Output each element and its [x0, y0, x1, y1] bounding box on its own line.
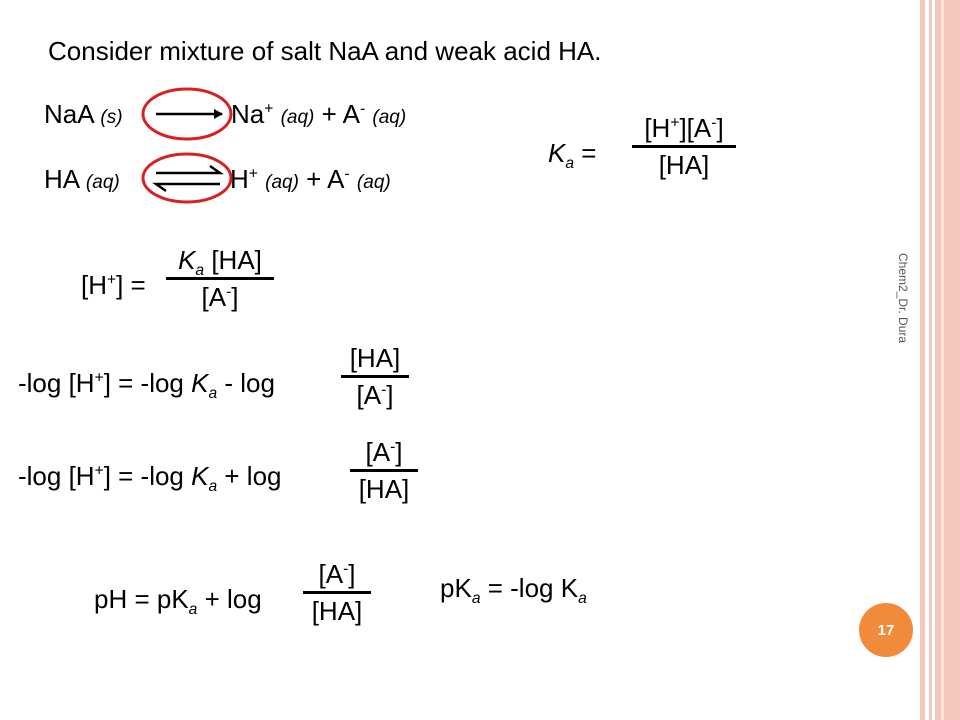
pka-sub2: a: [578, 590, 587, 608]
fraction-bar: [632, 145, 736, 148]
eq2-state2: (aq): [356, 172, 391, 193]
log1-numerator: [HA]: [349, 343, 401, 373]
slide-title: Consider mixture of salt NaA and weak ac…: [48, 36, 602, 66]
equation-salt-products: Na+ (aq) + A- (aq): [231, 101, 406, 127]
ka-numerator: [H+][A-]: [644, 113, 724, 143]
h-k-sub: a: [195, 262, 205, 280]
log2-numerator: [A-]: [365, 437, 403, 467]
h-k: K: [178, 245, 196, 275]
eq2-left: HA: [44, 164, 79, 194]
pka-rest: = -log K: [480, 573, 579, 603]
fraction-bar: [303, 591, 371, 594]
h-num-rest: [HA]: [204, 245, 262, 275]
log-equation-2: -log [H+] = -log Ka + log: [18, 461, 282, 496]
equilibrium-arrow-forward-icon: [156, 164, 224, 175]
ka-fraction: [H+][A-] [HA]: [632, 112, 736, 181]
eq1-state2: (aq): [372, 107, 407, 128]
eq1-left-state: (s): [100, 107, 123, 128]
h-ion-denominator: [A-]: [201, 282, 239, 312]
hh-sub: a: [188, 601, 198, 619]
eq1-plus: + A: [321, 99, 360, 129]
hh-numerator: [A-]: [318, 559, 356, 589]
equilibrium-arrow-reverse-icon: [152, 182, 220, 193]
h-ion-lhs: [H+] =: [81, 270, 146, 300]
pka-sub: a: [471, 590, 481, 608]
h-ion-numerator: Ka [HA]: [166, 244, 274, 280]
pka-text: pK: [440, 573, 472, 603]
red-circle-top: [141, 87, 233, 141]
eq1-left: NaA: [44, 99, 94, 129]
log2-denominator: [HA]: [358, 474, 410, 504]
ka-equals: =: [581, 138, 597, 168]
log1-denominator: [A-]: [356, 380, 394, 410]
eq2-right-state: (aq): [265, 172, 299, 193]
page-number-badge: 17: [859, 603, 913, 657]
log1-rest: - log: [217, 368, 275, 398]
log1-fraction: [HA] [A-]: [341, 342, 409, 411]
hh-fraction: [A-] [HA]: [303, 558, 371, 627]
ka-denominator: [HA]: [658, 150, 710, 180]
hh-rest: + log: [197, 584, 262, 614]
author-side-label: Chem2_Dr. Dura: [896, 253, 910, 344]
pka-definition: pKa = -log Ka: [440, 573, 587, 606]
log-equation-1: -log [H+] = -log Ka - log: [18, 368, 275, 403]
eq2-plus: + A: [306, 164, 345, 194]
fraction-bar: [341, 375, 409, 378]
fraction-bar: [166, 277, 274, 280]
eq1-right: Na: [231, 99, 265, 129]
eq1-right-charge: +: [264, 100, 274, 118]
hh-denominator: [HA]: [311, 596, 363, 626]
log2-fraction: [A-] [HA]: [350, 436, 418, 505]
eq2-right: H: [230, 164, 249, 194]
log1-sub: a: [208, 385, 218, 403]
hh-text: pH = pK: [94, 584, 189, 614]
equation-acid-products: H+ (aq) + A- (aq): [230, 166, 391, 192]
log2-sub: a: [208, 478, 218, 496]
equation-salt-dissociation: NaA (s): [44, 101, 123, 127]
eq2-minus: -: [344, 165, 350, 183]
henderson-hasselbalch: pH = pKa + log: [94, 584, 262, 617]
decorative-stripes: [920, 0, 960, 720]
h-ion-fraction: Ka [HA] [A-]: [166, 244, 274, 313]
equation-acid-dissociation: HA (aq): [44, 166, 120, 192]
eq1-right-state: (aq): [280, 107, 315, 128]
eq2-right-charge: +: [248, 165, 258, 183]
ka-label: Ka =: [548, 138, 597, 171]
ka-k: K: [548, 138, 566, 168]
red-circle-bottom: [141, 152, 233, 204]
fraction-bar: [350, 469, 418, 472]
eq2-left-state: (aq): [85, 172, 120, 193]
log2-rest: + log: [217, 461, 282, 491]
ka-sub: a: [565, 155, 575, 173]
eq1-minus: -: [359, 100, 366, 118]
